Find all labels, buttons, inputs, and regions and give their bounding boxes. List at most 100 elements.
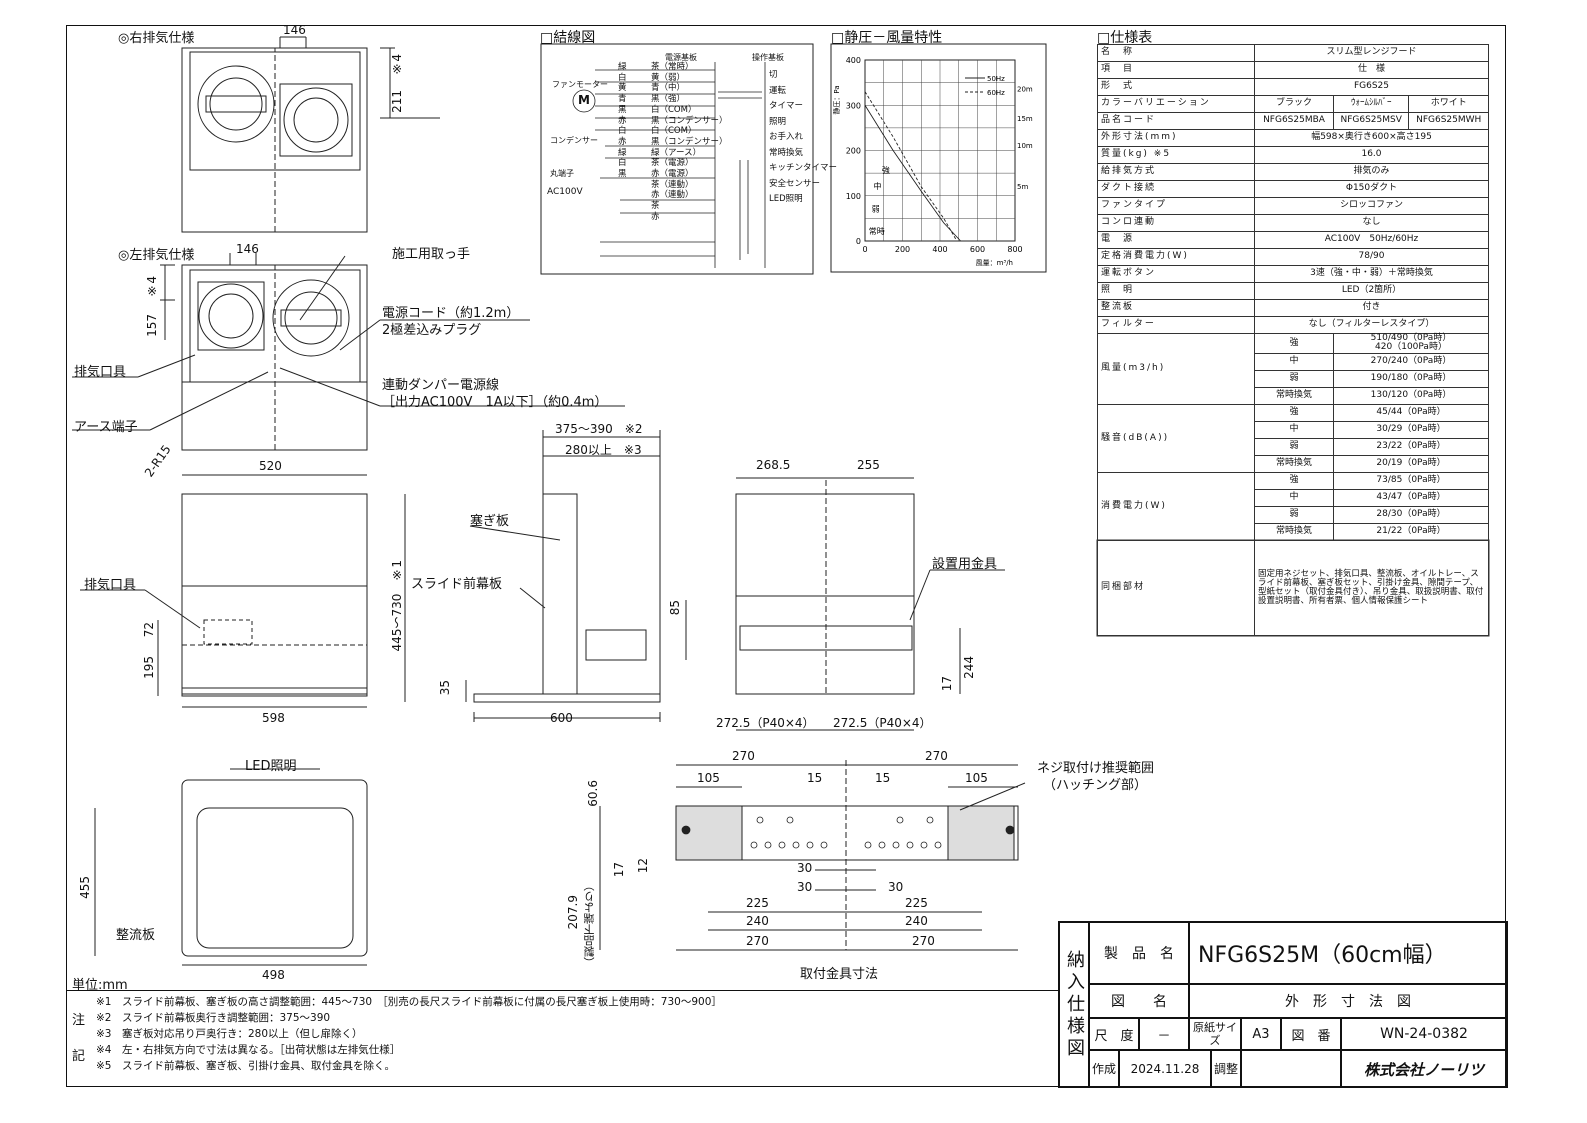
motor-symbol: M: [578, 93, 590, 107]
scale-label: 尺 度: [1089, 1018, 1139, 1050]
damper-line-callout: 連動ダンパー電源線: [382, 378, 500, 393]
dim-195: 195: [142, 656, 156, 679]
made-date: 2024.11.28: [1119, 1050, 1211, 1088]
spec-row: 項 目仕 様: [1097, 61, 1489, 79]
spec-section-title: □仕様表: [1097, 30, 1153, 46]
spec-cell: 43/47（0Pa時）: [1333, 488, 1489, 507]
wire-color: 白: [618, 126, 627, 137]
spec-row: 外形寸法(mm)幅598×奥行き600×高さ195: [1097, 129, 1489, 147]
spec-row: 定格消費電力(W)78/90: [1097, 248, 1489, 266]
operation-item: キッチンタイマー: [769, 163, 838, 173]
spec-cell: 20/19（0Pa時）: [1333, 454, 1489, 473]
fit-270-top-left: 270: [732, 749, 755, 763]
chart-y-tick: 100: [846, 192, 861, 201]
wire-label: 黄（弱）: [651, 72, 686, 83]
chart-legend-label: 60Hz: [987, 89, 1005, 97]
chart-duct-label: 15m: [1017, 115, 1033, 123]
chart-series-line: [864, 91, 958, 242]
spec-cell: 30/29（0Pa時）: [1333, 420, 1489, 439]
wire-label: 黒（コンデンサー）: [651, 115, 728, 126]
dim-157: 157: [145, 314, 159, 337]
chart-y-tick: 400: [846, 56, 861, 65]
front-view: [80, 474, 368, 708]
spec-cell: 電 源: [1097, 231, 1255, 249]
right-exhaust-top-view: [181, 36, 440, 233]
wiring-right-labels: 茶（常時）黄（弱）青（中）黒（強）白（COM）黒（コンデンサー）白（COM）黒（…: [651, 62, 728, 223]
adjust-cell: [1241, 1050, 1341, 1088]
spec-cell: 強: [1254, 403, 1334, 422]
chart-curve-label: 中: [873, 181, 881, 191]
spec-cell: 弱: [1254, 505, 1334, 524]
wiring-board-power: 電源基板: [665, 53, 697, 62]
chart-curve-label: 強: [882, 165, 890, 175]
dim-272-left: 272.5（P40×4）: [716, 716, 815, 730]
spec-cell: Φ150ダクト: [1254, 180, 1489, 198]
fit-30-c: 30: [888, 880, 904, 894]
spec-cell: 幅598×奥行き600×高さ195: [1254, 129, 1489, 147]
dim-445-730: 445～730 ※1: [390, 560, 404, 652]
wire-color: 白: [618, 158, 627, 169]
chart-x-tick: 800: [1007, 245, 1022, 254]
note-line: ※2 スライド前幕板奥行き調整範囲：375～390: [96, 1012, 331, 1024]
wire-color: 赤: [618, 115, 627, 126]
spec-cell: 運転ボタン: [1097, 265, 1255, 283]
plug-callout: 2極差込みプラグ: [382, 323, 482, 338]
chart-x-label: 風量：m³/h: [976, 259, 1013, 267]
fit-225-right: 225: [905, 896, 928, 910]
dim-375: 375～390 ※2: [555, 422, 643, 436]
spec-cell: 21/22（0Pa時）: [1333, 522, 1489, 541]
spec-cell: 常時換気: [1254, 454, 1334, 473]
wire-color: 黒: [618, 104, 627, 115]
paper-value: A3: [1241, 1018, 1281, 1050]
dim-85: 85: [668, 600, 682, 616]
side-view: [404, 430, 687, 722]
wire-color: 黒: [618, 169, 627, 180]
operation-item: 常時換気: [769, 147, 804, 158]
wire-color: 緑: [618, 62, 627, 72]
spec-cell: 常時換気: [1254, 522, 1334, 541]
spec-cell: 質量(kg) ※5: [1097, 146, 1255, 164]
spec-row: フィルターなし（フィルターレスタイプ）: [1097, 316, 1489, 334]
wiring-terminal: 丸端子: [550, 169, 574, 178]
number-value: WN-24-0382: [1341, 1018, 1507, 1050]
spec-cell: 510/490（0Pa時） 420（100Pa時）: [1333, 333, 1489, 354]
spec-cell: フィルター: [1097, 316, 1255, 334]
spec-row: コンロ連動なし: [1097, 214, 1489, 232]
wire-label: 白（COM）: [651, 126, 697, 137]
spec-cell: 排気のみ: [1254, 163, 1489, 181]
spec-cell: 130/120（0Pa時）: [1333, 386, 1489, 405]
bracket-holes: [681, 816, 1015, 849]
spec-cell: NFG6S25MWH: [1408, 112, 1489, 130]
fit-30-a: 30: [797, 861, 813, 875]
wire-color: 緑: [618, 147, 627, 158]
drawing-name: 外 形 寸 法 図: [1189, 984, 1507, 1018]
fit-15-right: 15: [875, 771, 891, 785]
wire-label: 青（中）: [651, 83, 686, 94]
spec-cell: ｳｫｰﾑｼﾙﾊﾞｰ: [1332, 95, 1410, 113]
fit-225-left: 225: [746, 896, 769, 910]
exhaust-port-front-callout: 排気口具: [84, 578, 137, 593]
fit-15-left: 15: [807, 771, 823, 785]
spec-cell: 270/240（0Pa時）: [1333, 352, 1489, 371]
wire-label: 赤（連動）: [651, 190, 694, 201]
dim-272-right: 272.5（P40×4）: [833, 716, 932, 730]
fit-207: 207.9: [566, 895, 580, 930]
slide-plate-callout: スライド前幕板: [411, 577, 503, 592]
wiring-section-title: □結線図: [540, 30, 596, 46]
operation-item: 安全センサー: [769, 178, 821, 189]
spec-cell: なし: [1254, 214, 1489, 232]
fit-30-b: 30: [797, 880, 813, 894]
spec-cell: AC100V 50Hz/60Hz: [1254, 231, 1489, 249]
operation-item: タイマー: [769, 101, 804, 111]
spec-cell: 風量(m3/h): [1097, 333, 1255, 405]
spec-cell: FG6S25: [1254, 78, 1489, 96]
spec-cell: NFG6S25MSV: [1332, 112, 1410, 130]
